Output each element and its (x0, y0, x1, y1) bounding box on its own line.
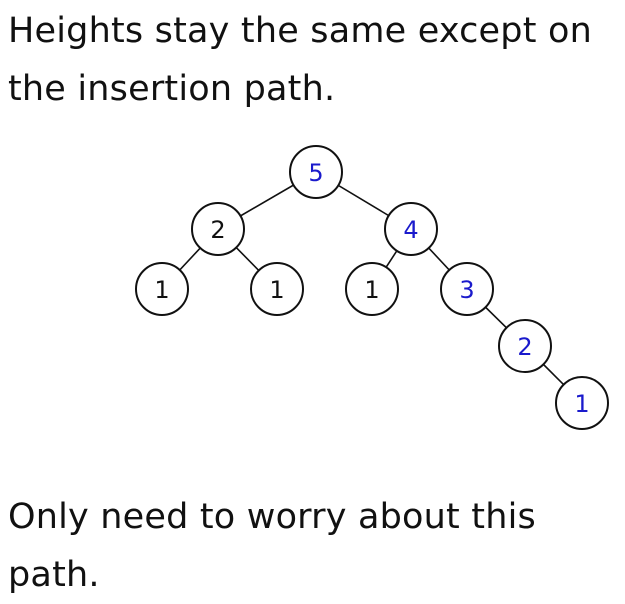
tree-node-circle (555, 376, 609, 430)
tree-node-n-rrrr: 1 (555, 376, 609, 430)
tree-node-height-label: 1 (364, 276, 379, 304)
tree-node-height-label: 2 (517, 333, 532, 361)
tree-node-n-root: 5 (289, 145, 343, 199)
slide-footer: Only need to worry about this path. (8, 497, 536, 595)
tree-node-height-label: 1 (574, 390, 589, 418)
tree-node-n-right-left: 1 (345, 262, 399, 316)
node-layer: 5 2 1 1 4 1 3 2 1 (135, 145, 609, 430)
tree-node-circle (250, 262, 304, 316)
tree-node-height-label: 5 (308, 159, 323, 187)
tree-node-height-label: 1 (269, 276, 284, 304)
tree-node-n-right-right: 3 (440, 262, 494, 316)
tree-node-circle (191, 202, 245, 256)
tree-node-height-label: 2 (210, 216, 225, 244)
tree-node-n-left-right: 1 (250, 262, 304, 316)
tree-node-height-label: 1 (154, 276, 169, 304)
tree-node-n-right: 4 (384, 202, 438, 256)
tree-node-n-rrr: 2 (498, 319, 552, 373)
tree-diagram: 5 2 1 1 4 1 3 2 1 (135, 145, 609, 430)
tree-node-n-left-left: 1 (135, 262, 189, 316)
slide-heading: Heights stay the same except on the inse… (8, 11, 592, 109)
tree-node-height-label: 3 (459, 276, 474, 304)
tree-node-n-left: 2 (191, 202, 245, 256)
tree-node-circle (440, 262, 494, 316)
tree-node-circle (135, 262, 189, 316)
tree-node-circle (289, 145, 343, 199)
tree-node-circle (498, 319, 552, 373)
tree-node-circle (384, 202, 438, 256)
tree-node-circle (345, 262, 399, 316)
tree-node-height-label: 4 (403, 216, 418, 244)
